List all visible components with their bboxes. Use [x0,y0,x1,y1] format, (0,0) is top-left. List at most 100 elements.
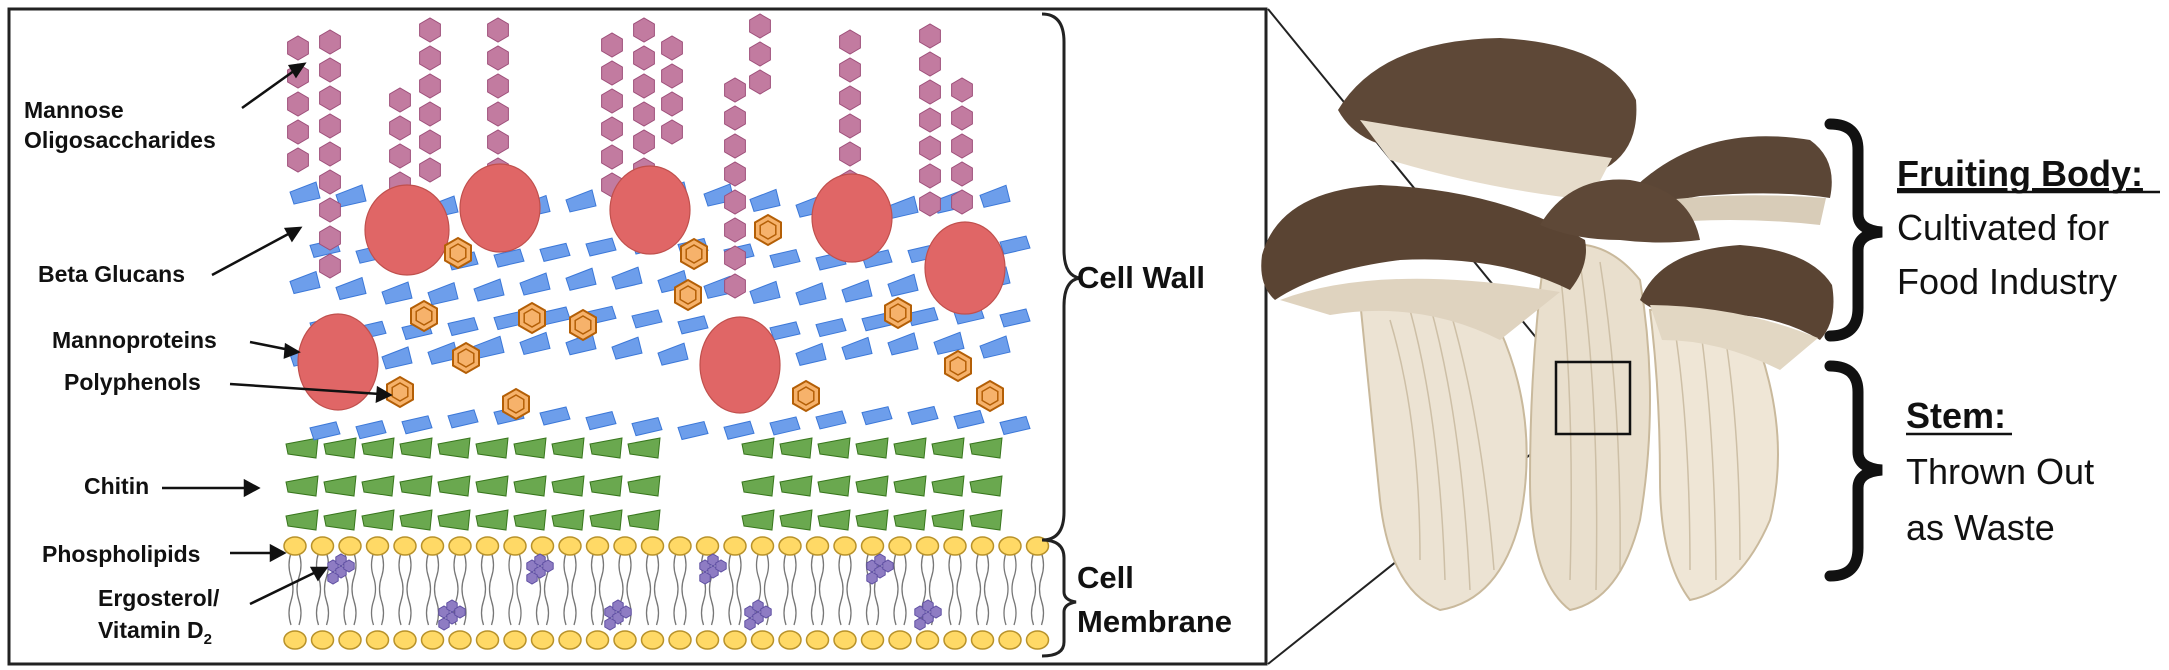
chitin-unit [817,475,851,497]
phospholipid-head [915,630,940,650]
ergosterol-molecule [542,559,554,573]
beta-glucan-unit [677,420,709,441]
label-polyphenols: Polyphenols [64,369,201,395]
mannose-unit [419,17,441,43]
phospholipid-head [530,630,555,650]
mannose-unit [319,169,341,195]
chitin-unit [437,475,471,497]
mannoprotein [364,184,450,276]
chitin-unit [361,475,395,497]
ergosterol-molecule [454,605,466,619]
chitin-unit [323,475,357,497]
lipid-tail [1030,552,1045,626]
ergosterol-molecule [744,617,756,631]
phospholipid-head [310,630,335,650]
phospholipid-head [338,536,362,556]
chitin-unit [817,509,851,531]
chitin-unit [969,475,1003,497]
lipid-tail [370,552,385,626]
mannose-unit [319,197,341,223]
mannose-unit [661,35,683,61]
lipid-tail [783,552,797,626]
beta-glucan-unit [611,266,643,290]
chitin-unit [285,437,319,459]
ergosterol-molecule [343,559,355,573]
chitin-unit [969,437,1003,459]
mushroom-cap-back-right [1618,136,1832,205]
mannose-unit [319,253,341,279]
polyphenol-ring [889,303,907,323]
phospholipid-head [998,630,1022,650]
mannose-unit [661,91,683,117]
phospholipid-head [750,630,775,650]
chitin-unit [779,475,813,497]
lipid-tail [975,552,990,626]
mannose-unit [951,189,973,215]
phospholipid-head [805,536,830,556]
label-mannoproteins: Mannoproteins [52,327,217,353]
mannose-unit [724,189,746,215]
phospholipid-head [723,536,747,556]
chitin-layer [285,437,1003,531]
ergosterol-molecule [604,617,616,631]
phospholipid-head [393,536,417,556]
ergosterol-molecule [699,571,711,585]
label-ergosterol-line1: Ergosterol/ [98,585,220,611]
polyphenol-molecule [754,213,782,247]
chitin-unit [475,475,509,497]
ergosterol-molecule [327,571,339,585]
oyster-mushroom-illustration [1261,38,1834,612]
polyphenol-molecule [792,379,820,413]
lipid-tail [590,552,605,626]
polyphenol-molecule [680,237,708,271]
label-mannose-line1: Mannose [24,97,124,123]
lipid-tail [810,552,825,626]
mannose-unit [487,101,509,127]
mannose-unit [601,88,623,114]
arrow-ergosterol [249,570,317,606]
arrow-mannose [241,66,299,110]
chitin-unit [779,437,813,459]
phospholipid-head [915,536,940,556]
phospholipid-head [310,536,335,556]
mannose-unit [724,161,746,187]
mannose-unit [951,133,973,159]
beta-glucan-unit [953,409,985,430]
mannose-unit [919,79,941,105]
polyphenol-molecule [444,236,472,270]
chitin-unit [323,437,357,459]
mannose-unit [319,225,341,251]
chitin-unit [779,509,813,531]
chitin-unit [551,437,585,459]
beta-glucan-unit [677,315,709,335]
mannose-unit [287,35,309,61]
mannose-unit [724,133,746,159]
phospholipid-head [943,536,967,556]
chitin-unit [589,509,623,531]
mannose-unit [633,45,655,71]
mannose-unit [839,113,861,139]
beta-glucan-unit [631,417,663,437]
chitin-unit [513,437,547,459]
ergosterol-molecule [866,571,878,585]
chitin-unit [931,437,965,459]
polyphenol-molecule [884,296,912,330]
chitin-unit [475,437,509,459]
chitin-unit [627,475,661,497]
chitin-unit [361,509,395,531]
polyphenol-ring [949,356,967,376]
mannose-unit [633,101,655,127]
beta-glucan-unit [887,332,919,356]
phospholipid-head [888,630,912,650]
beta-glucan-unit [493,248,525,268]
phospholipid-head [723,630,747,650]
phospholipid-head [613,630,637,650]
chitin-unit [589,475,623,497]
label-fruiting-body-title: Fruiting Body: [1897,153,2143,194]
mannose-unit [749,69,771,95]
polyphenol-ring [507,394,525,414]
polyphenol-molecule [944,349,972,383]
mannose-unit [661,119,683,145]
mannose-unit [919,163,941,189]
mannose-unit [319,85,341,111]
